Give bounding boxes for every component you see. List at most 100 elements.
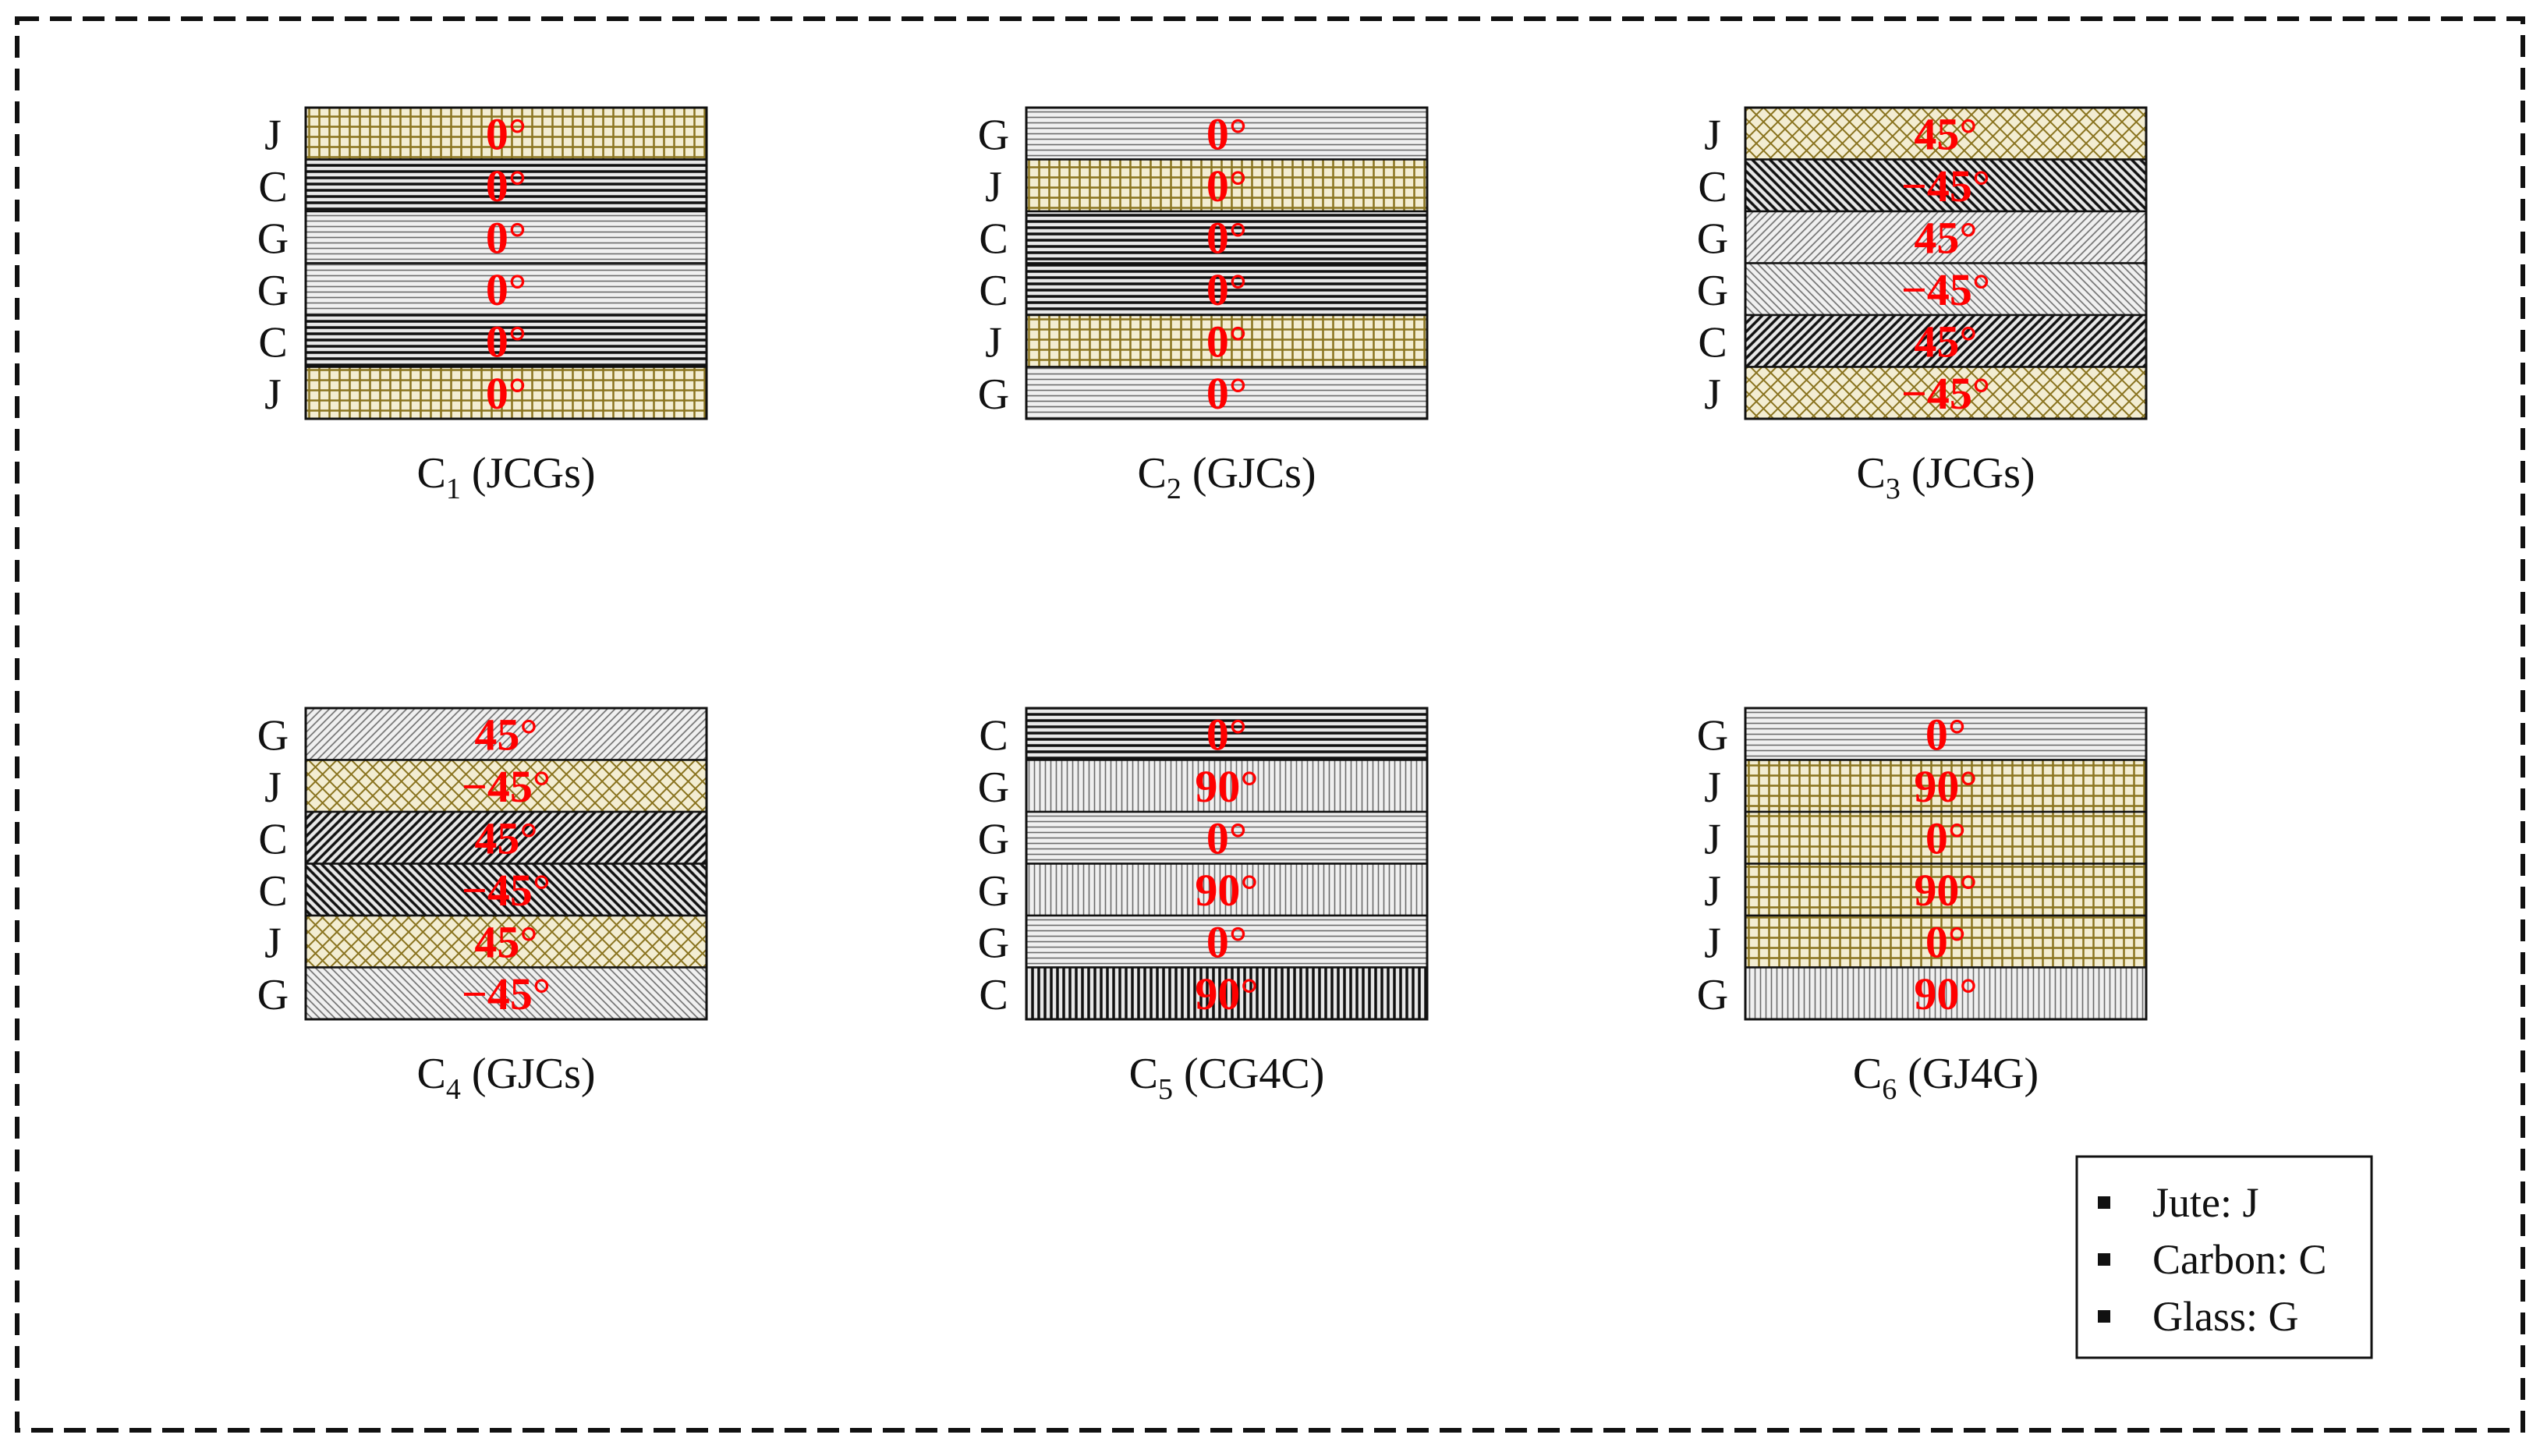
ply-layer xyxy=(1025,210,1429,264)
ply-layer xyxy=(1025,314,1429,368)
ply-layer xyxy=(1744,863,2148,917)
panel-caption: C1 (JCGs) xyxy=(416,449,595,505)
panel-caption: C6 (GJ4G) xyxy=(1853,1050,2039,1106)
ply-layer xyxy=(1025,914,1429,969)
ply-angle-label: 0° xyxy=(1206,264,1247,315)
ply-angle-label: 0° xyxy=(486,368,526,419)
ply-material-label: G xyxy=(257,214,289,263)
ply-angle-label: 45° xyxy=(474,709,537,760)
ply-angle-label: 0° xyxy=(1925,709,1966,760)
ply-material-label: C xyxy=(979,214,1008,263)
ply-material-label: G xyxy=(978,763,1009,812)
ply-angle-label: 0° xyxy=(1206,212,1247,263)
ply-material-label: J xyxy=(1704,919,1721,967)
ply-material-label: G xyxy=(978,815,1009,863)
ply-angle-label: 90° xyxy=(1195,761,1258,812)
ply-angle-label: 0° xyxy=(1206,316,1247,367)
ply-material-label: C xyxy=(979,267,1008,315)
ply-angle-label: −45° xyxy=(1901,161,1990,211)
ply-angle-label: 90° xyxy=(1914,865,1977,916)
ply-angle-label: 0° xyxy=(1925,813,1966,863)
ply-angle-label: 0° xyxy=(1925,916,1966,967)
ply-layer xyxy=(1744,966,2148,1021)
ply-material-label: G xyxy=(1697,214,1728,263)
ply-material-label: G xyxy=(1697,267,1728,315)
ply-angle-label: 45° xyxy=(1914,212,1977,263)
panel-caption: C2 (GJCs) xyxy=(1137,449,1316,505)
panel-caption: C3 (JCGs) xyxy=(1856,449,2035,505)
ply-angle-label: 90° xyxy=(1195,969,1258,1019)
legend-item: Glass: G xyxy=(2152,1293,2299,1340)
ply-angle-label: 90° xyxy=(1195,865,1258,916)
ply-material-label: J xyxy=(264,111,282,159)
ply-material-label: G xyxy=(978,867,1009,916)
ply-angle-label: 90° xyxy=(1914,761,1977,812)
ply-angle-label: 45° xyxy=(474,813,537,863)
ply-material-label: J xyxy=(1704,111,1721,159)
ply-angle-label: 0° xyxy=(486,264,526,315)
ply-material-label: G xyxy=(257,711,289,760)
ply-material-label: G xyxy=(978,111,1009,159)
ply-layer xyxy=(1025,106,1429,161)
legend-bullet-icon xyxy=(2098,1253,2110,1266)
ply-material-label: J xyxy=(264,370,282,419)
dashed-outer-frame xyxy=(15,16,2525,1433)
ply-layer xyxy=(304,759,708,813)
ply-angle-label: −45° xyxy=(1901,264,1990,315)
ply-angle-label: 0° xyxy=(1206,813,1247,863)
ply-angle-label: 0° xyxy=(486,161,526,211)
ply-angle-label: 0° xyxy=(1206,916,1247,967)
ply-angle-label: 0° xyxy=(1206,709,1247,760)
ply-angle-label: 0° xyxy=(486,316,526,367)
ply-material-label: G xyxy=(1697,711,1728,760)
ply-layer xyxy=(1025,158,1429,213)
ply-material-label: J xyxy=(264,763,282,812)
ply-material-label: C xyxy=(258,318,287,367)
ply-material-label: J xyxy=(985,163,1002,211)
legend-item: Jute: J xyxy=(2152,1179,2259,1226)
ply-material-label: J xyxy=(264,919,282,967)
ply-angle-label: −45° xyxy=(462,969,551,1019)
panel-caption: C4 (GJCs) xyxy=(416,1050,595,1106)
ply-layer xyxy=(304,707,708,761)
ply-material-label: G xyxy=(257,267,289,315)
legend-bullet-icon xyxy=(2098,1196,2110,1209)
ply-material-label: C xyxy=(1698,163,1727,211)
ply-layer xyxy=(304,863,708,917)
ply-angle-label: 0° xyxy=(1206,368,1247,419)
ply-material-label: C xyxy=(979,971,1008,1019)
ply-material-label: C xyxy=(1698,318,1727,367)
ply-layer xyxy=(1744,262,2148,317)
ply-angle-label: 0° xyxy=(486,212,526,263)
ply-angle-label: −45° xyxy=(462,761,551,812)
panel-caption: C5 (CG4C) xyxy=(1129,1050,1325,1106)
ply-layer xyxy=(1025,366,1429,420)
ply-material-label: G xyxy=(978,919,1009,967)
ply-material-label: J xyxy=(1704,763,1721,812)
ply-material-label: G xyxy=(257,971,289,1019)
ply-layer xyxy=(1025,759,1429,813)
ply-material-label: J xyxy=(1704,815,1721,863)
ply-layer xyxy=(1744,210,2148,264)
ply-material-label: C xyxy=(258,815,287,863)
ply-material-label: J xyxy=(985,318,1002,367)
ply-layer xyxy=(1025,966,1429,1021)
ply-angle-label: −45° xyxy=(1901,368,1990,419)
ply-layer xyxy=(1744,366,2148,420)
ply-angle-label: 45° xyxy=(1914,316,1977,367)
ply-layer xyxy=(1744,314,2148,368)
ply-angle-label: −45° xyxy=(462,865,551,916)
ply-material-label: J xyxy=(1704,370,1721,419)
ply-layer xyxy=(304,158,708,213)
ply-angle-label: 45° xyxy=(474,916,537,967)
ply-material-label: C xyxy=(258,163,287,211)
ply-material-label: J xyxy=(1704,867,1721,916)
